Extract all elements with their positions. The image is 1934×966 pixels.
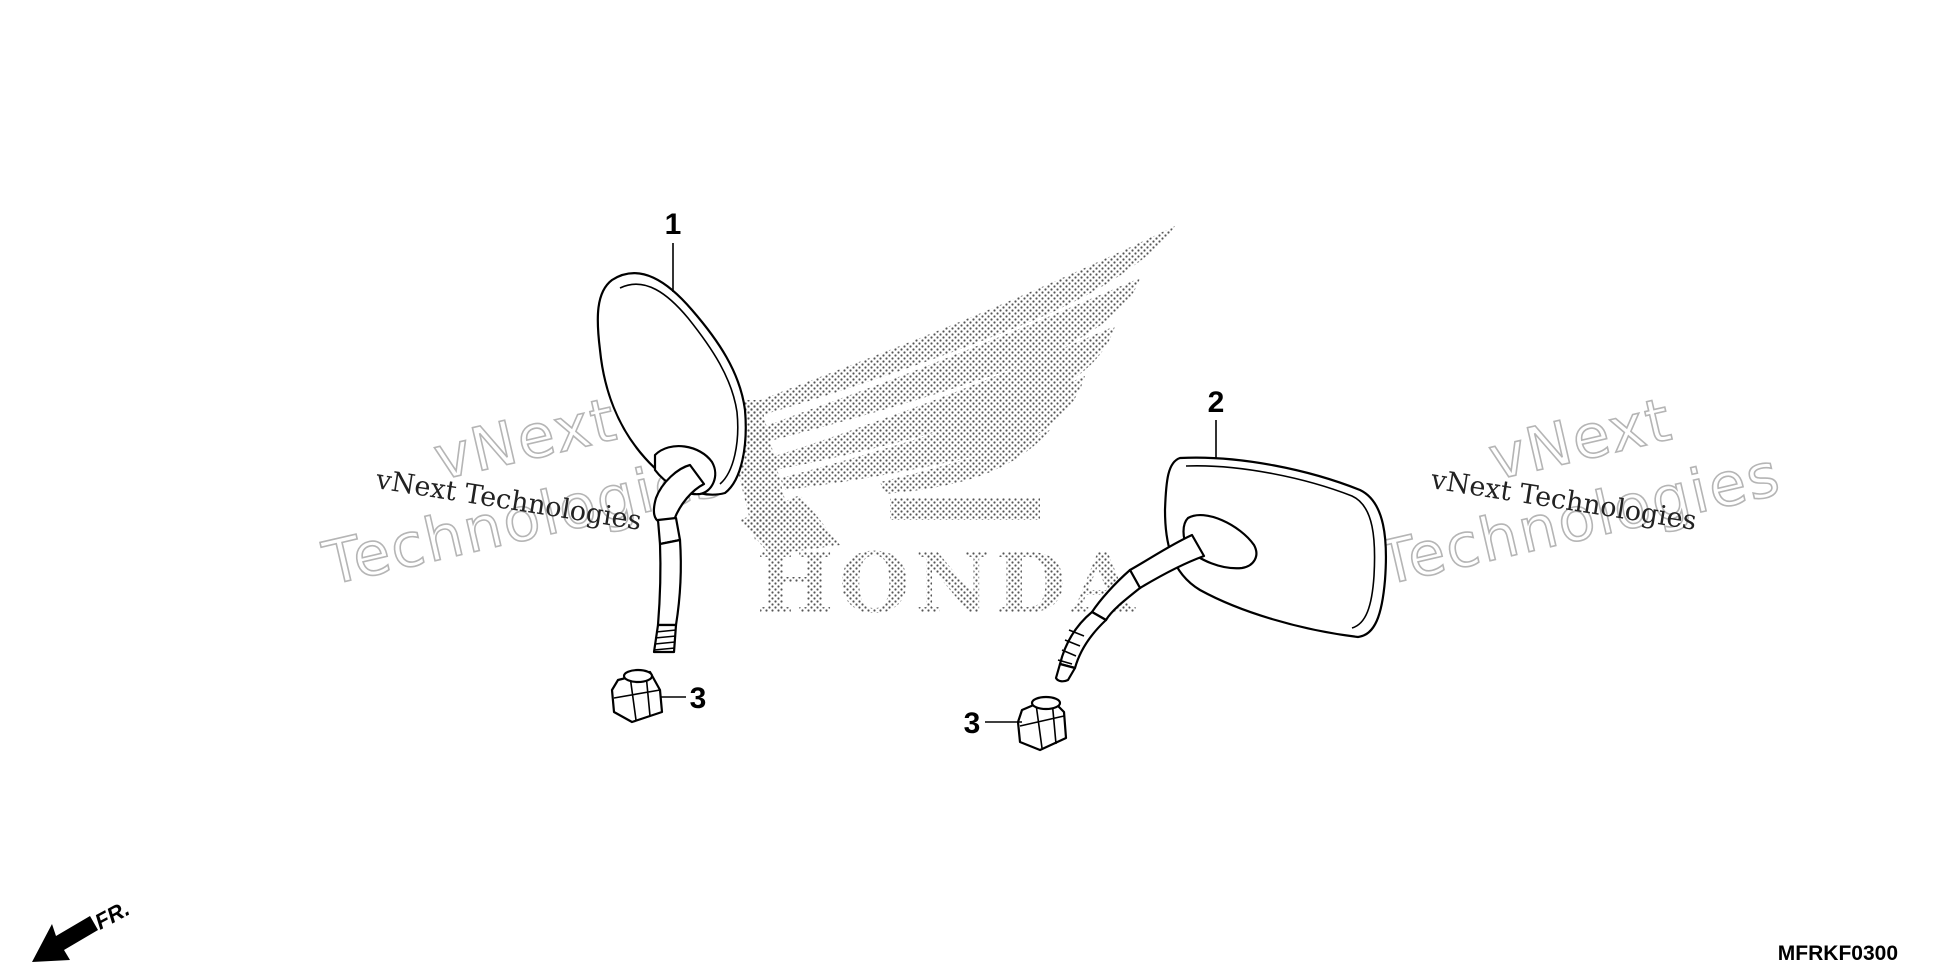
front-direction-indicator: FR. [32, 896, 134, 962]
callout-3-right: 3 [964, 707, 981, 740]
drawing-code: MFRKF0300 [1778, 942, 1898, 965]
honda-brand-watermark: HONDA [756, 536, 1140, 632]
left-nut [610, 668, 664, 724]
front-arrow-icon [32, 916, 98, 962]
right-nut [1016, 695, 1068, 752]
left-mirror [596, 272, 747, 654]
vnext-watermark-right: vNext Technologies vNext Technologies [1371, 384, 1788, 601]
callout-2: 2 [1208, 386, 1225, 419]
honda-wing-logo-watermark [720, 226, 1175, 555]
callout-leaders [660, 243, 1217, 723]
callout-3-left: 3 [690, 682, 707, 715]
right-mirror [1054, 456, 1388, 683]
callout-1: 1 [665, 208, 682, 241]
